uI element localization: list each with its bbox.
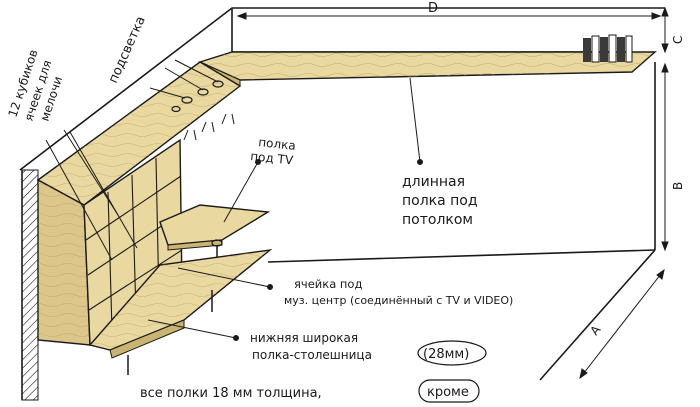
footer-except-outline: [418, 379, 480, 403]
backlight-lamps: [171, 80, 224, 113]
label-music-cell-line2: муз. центр (соединённый с TV и VIDEO): [284, 294, 513, 307]
label-tv-shelf-line2: под TV: [250, 149, 295, 167]
label-music-cell-line1: ячейка под: [294, 277, 362, 291]
label-ceiling-shelf-line3: потолком: [402, 212, 473, 228]
label-desk-shelf-line1: нижняя широкая: [250, 331, 358, 345]
lamp-2: [197, 88, 209, 96]
dim-label-a: A: [587, 322, 604, 338]
label-footer-main: все полки 18 мм толщина,: [140, 386, 322, 401]
lamp-1: [181, 96, 193, 104]
desk-thickness-outline: [417, 340, 487, 366]
label-desk-thickness: (28мм): [423, 347, 469, 362]
lamp-3: [212, 80, 224, 88]
dim-label-c: C: [671, 36, 685, 44]
dimension-lines: [236, 6, 669, 380]
label-ceiling-shelf-line1: длинная: [402, 174, 465, 190]
label-footer-except: кроме: [427, 385, 469, 400]
wall-hatch: [21, 169, 39, 401]
label-backlight: подсветка: [106, 14, 149, 86]
dim-label-b: B: [671, 182, 685, 190]
label-tv-shelf-line1: полка: [258, 135, 297, 153]
lamp-4: [171, 105, 181, 113]
light-rays: [183, 113, 235, 141]
books-icon: [583, 34, 633, 63]
desk-shelf: [88, 248, 273, 375]
dim-label-d: D: [428, 1, 438, 16]
leader-lines: [45, 59, 423, 341]
label-desk-shelf-line2: полка-столешница: [252, 348, 372, 362]
label-ceiling-shelf-line2: полка под: [402, 193, 478, 209]
tv-shelf: [159, 204, 271, 272]
